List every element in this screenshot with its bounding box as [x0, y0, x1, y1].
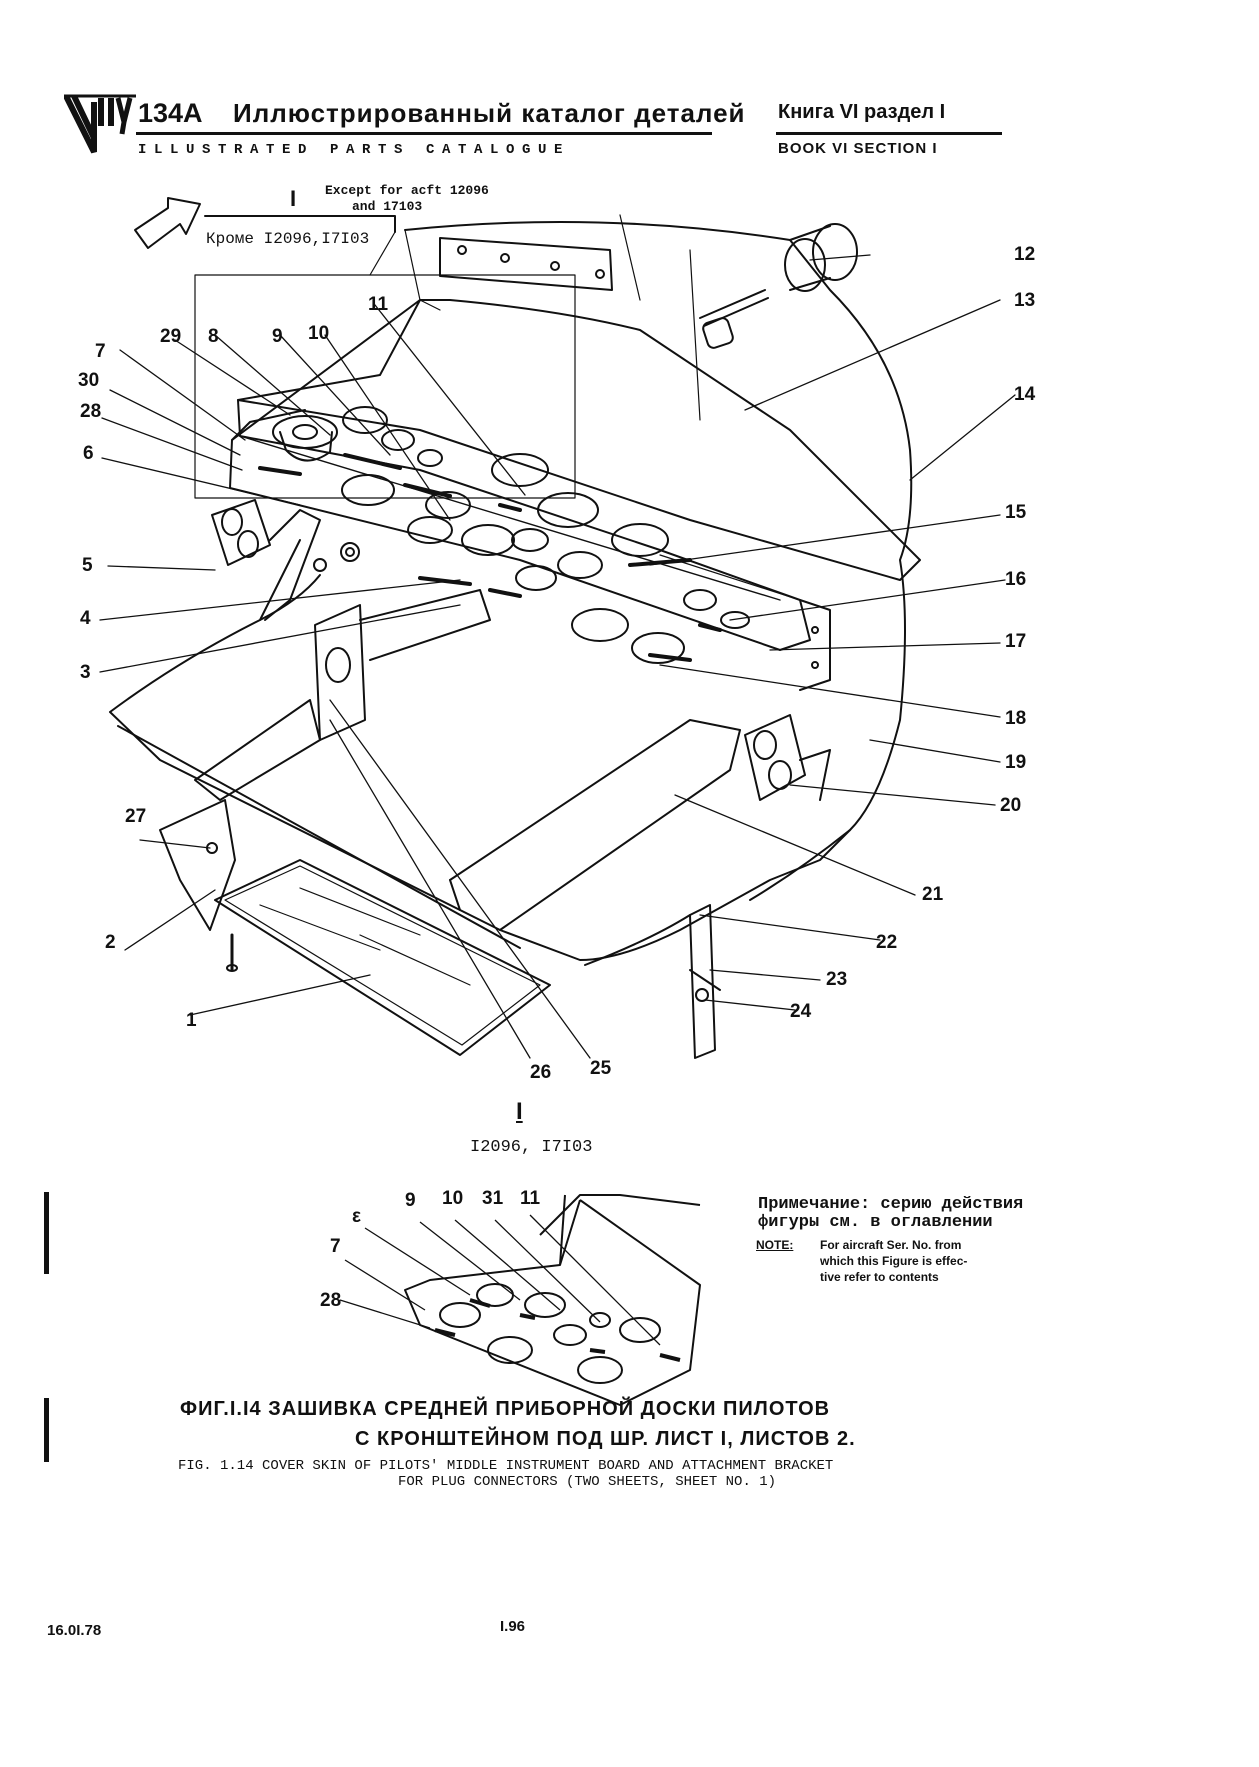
detail-callout-28: 28 [320, 1290, 342, 1311]
callout-21: 21 [922, 884, 944, 905]
margin-change-bar-1 [44, 1192, 49, 1274]
header-rule-left [136, 132, 712, 135]
callout-24: 24 [790, 1001, 812, 1022]
callout-14: 14 [1014, 384, 1036, 405]
callout-2: 2 [105, 932, 116, 953]
manufacturer-logo [64, 94, 136, 154]
callout-4: 4 [80, 608, 91, 629]
footer-page-number: I.96 [500, 1618, 526, 1635]
note-ru-line1: Примечание: серию действия [758, 1195, 1024, 1214]
callout-9: 9 [272, 326, 283, 347]
except-ru: Кроме I2096,I7I03 [206, 230, 370, 248]
callout-28: 28 [80, 401, 102, 422]
callout-16: 16 [1005, 569, 1027, 590]
note-en-label: NOTE: [756, 1238, 794, 1252]
detail-callout-e: ε [352, 1206, 362, 1227]
callout-20: 20 [1000, 795, 1022, 816]
caption-en-line2: FOR PLUG CONNECTORS (TWO SHEETS, SHEET N… [398, 1474, 777, 1490]
detail-aircraft-numbers: I2096, I7I03 [470, 1138, 593, 1157]
callout-26: 26 [530, 1062, 552, 1083]
callout-10: 10 [308, 323, 330, 344]
detail-callout-11: 11 [520, 1188, 541, 1209]
except-en-line2: and 17103 [352, 199, 423, 214]
callout-17: 17 [1005, 631, 1027, 652]
book-section-ru: Книга VI раздел I [778, 101, 946, 123]
catalogue-title-en: ILLUSTRATED PARTS CATALOGUE [138, 142, 571, 158]
callout-11: 11 [368, 294, 389, 315]
detail-callout-9: 9 [405, 1190, 416, 1211]
aircraft-model: 134A [138, 98, 203, 128]
callout-29: 29 [160, 326, 182, 347]
callout-3: 3 [80, 662, 91, 683]
view-label: I [290, 186, 297, 211]
detail-view-label: I [516, 1098, 523, 1125]
detail-callout-10: 10 [442, 1188, 464, 1209]
callout-7: 7 [95, 341, 106, 362]
book-section-en: BOOK VI SECTION I [778, 140, 938, 157]
detail-callout-7: 7 [330, 1236, 341, 1257]
caption-ru-line2: С КРОНШТЕЙНОМ ПОД ШР. ЛИСТ I, ЛИСТОВ 2. [355, 1428, 856, 1450]
caption-en-line1: FIG. 1.14 COVER SKIN OF PILOTS' MIDDLE I… [178, 1458, 834, 1474]
callout-23: 23 [826, 969, 848, 990]
callout-13: 13 [1014, 290, 1036, 311]
callout-18: 18 [1005, 708, 1027, 729]
callout-19: 19 [1005, 752, 1027, 773]
callout-25: 25 [590, 1058, 612, 1079]
margin-change-bar-2 [44, 1398, 49, 1462]
callout-22: 22 [876, 932, 898, 953]
caption-ru-line1: ФИГ.I.I4 ЗАШИВКА СРЕДНЕЙ ПРИБОРНОЙ ДОСКИ… [180, 1398, 831, 1420]
header-rule-right [776, 132, 1002, 135]
footer-date: 16.0I.78 [47, 1622, 102, 1639]
callout-30: 30 [78, 370, 100, 391]
catalogue-title-ru: Иллюстрированный каталог деталей [233, 98, 746, 128]
except-en-line1: Except for acft 12096 [325, 183, 489, 198]
callout-8: 8 [208, 326, 219, 347]
callout-15: 15 [1005, 502, 1027, 523]
callout-27: 27 [125, 806, 147, 827]
note-en-line1: For aircraft Ser. No. from [820, 1238, 962, 1252]
note-ru-line2: фигуры см. в оглавлении [758, 1213, 993, 1232]
callout-12: 12 [1014, 244, 1036, 265]
callout-5: 5 [82, 555, 93, 576]
detail-callout-31: 31 [482, 1188, 504, 1209]
note-en-line3: tive refer to contents [820, 1270, 939, 1284]
top-bracket [439, 237, 613, 291]
callout-1: 1 [186, 1010, 197, 1031]
note-en-line2: which this Figure is effec- [820, 1254, 968, 1268]
view-direction-arrow [134, 197, 201, 249]
callout-6: 6 [83, 443, 94, 464]
